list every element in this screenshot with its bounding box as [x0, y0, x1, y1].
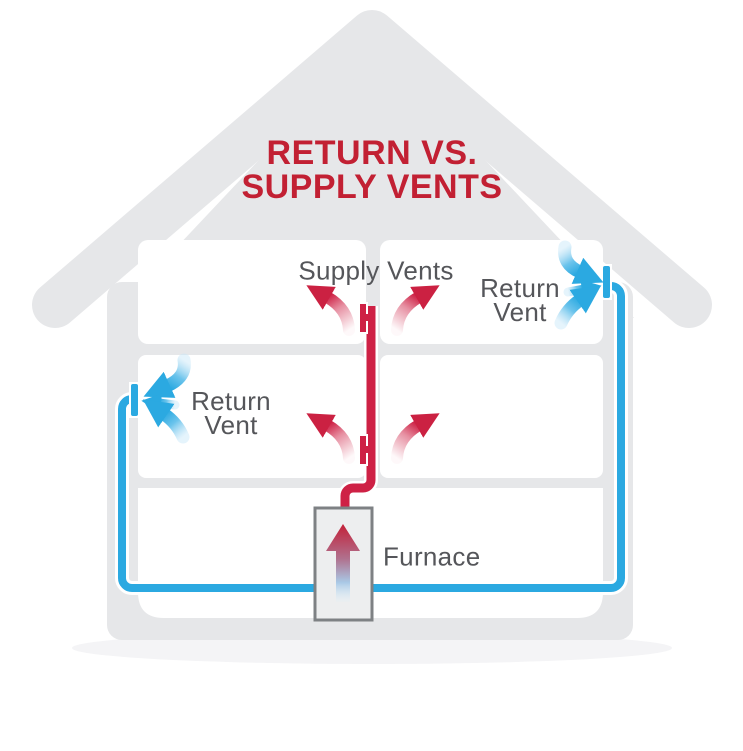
return-air-arrow-icon	[142, 399, 190, 444]
return-air-arrow-icon	[143, 353, 191, 398]
supply-air-arrow-icon	[391, 285, 440, 336]
return-air-arrows-left	[141, 353, 191, 444]
supply-vent-fitting-middle	[358, 434, 374, 466]
room-top-right	[380, 240, 603, 344]
room-middle-right	[380, 355, 603, 478]
page-title: RETURN VS.SUPPLY VENTS	[241, 136, 502, 204]
return-vent-fitting-left	[129, 382, 140, 418]
return-air-arrow-icon	[558, 240, 604, 284]
room-top-left	[138, 240, 366, 344]
supply-air-arrows	[306, 285, 440, 464]
return-air-arrow-icon	[141, 393, 180, 414]
supply-air-arrow-icon	[306, 413, 355, 464]
supply-air-arrow-icon	[306, 285, 355, 336]
return-air-arrow-icon	[563, 279, 602, 300]
furnace-label: Furnace	[383, 541, 481, 572]
roof-band	[32, 10, 712, 328]
return-air-arrow-icon	[554, 285, 602, 330]
return-air-arrows-right	[554, 240, 604, 330]
supply-duct-pipe	[340, 306, 376, 510]
page-title-line1: RETURN VS.	[266, 134, 478, 172]
supply-air-arrow-icon	[391, 413, 440, 464]
supply-vents-label: Supply Vents	[298, 255, 454, 286]
return-vent-fitting-right	[601, 264, 612, 300]
supply-vent-fitting-top	[358, 302, 374, 334]
page-title-line2: SUPPLY VENTS	[241, 168, 503, 206]
room-middle-left	[138, 355, 366, 478]
furnace-airflow-arrow-icon	[326, 524, 360, 602]
